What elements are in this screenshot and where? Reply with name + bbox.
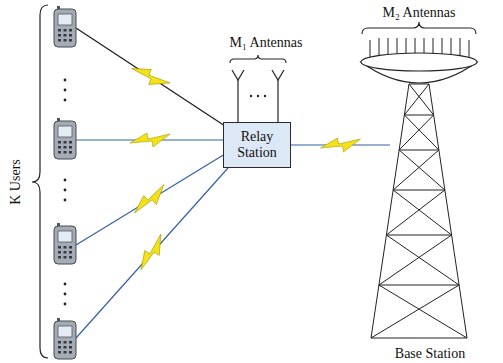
antenna-label: M₂ Antennas [383,5,456,21]
antenna-brace [230,55,286,63]
tower-strut [399,115,434,150]
tower-strut [399,150,445,190]
tower-strut [371,338,467,339]
tower-lattice [371,84,467,338]
antenna-dish-top [361,53,477,71]
tower-strut [379,285,467,338]
phone-icon [54,118,76,159]
relay-antennas [232,70,284,122]
ellipsis-dots [64,79,67,306]
lightning-bolt [129,184,170,217]
phone-icon [54,6,76,47]
node-text: Base Station [395,346,465,362]
phone-icon [54,318,76,359]
wireless-link [76,154,225,245]
tower-strut [371,285,459,338]
antenna-brace [362,22,476,34]
users-label: K Users [8,159,24,205]
tower-strut [399,150,439,151]
relay-box: Relay Station [223,122,291,168]
tower-strut [404,115,439,150]
wireless-link [76,168,228,338]
tower-strut [386,190,444,235]
tower-strut [409,84,434,115]
tower-strut [379,285,459,286]
users-brace [32,5,48,358]
tower-strut [386,235,451,236]
tower-strut [393,190,451,235]
tower-strut [393,150,439,190]
lightning-bolt [321,138,361,152]
tower-strut [386,235,459,285]
tower-strut [393,190,445,191]
tower-strut [409,84,429,85]
tower-strut [404,84,429,115]
ellipsis-dots [250,95,266,97]
antenna-label: M₁ Antennas [230,35,303,51]
tower-drawing [390,62,470,362]
base-station-tower: Base Station [390,62,470,362]
wireless-link [76,28,225,126]
lightning-bolt [129,60,170,94]
lightning-bolt [133,233,170,272]
tower-strut [404,115,433,116]
node-text: Relay Station [228,129,286,161]
tower-strut [379,235,452,285]
lightning-bolt [130,133,170,147]
phone-icon [54,223,76,264]
